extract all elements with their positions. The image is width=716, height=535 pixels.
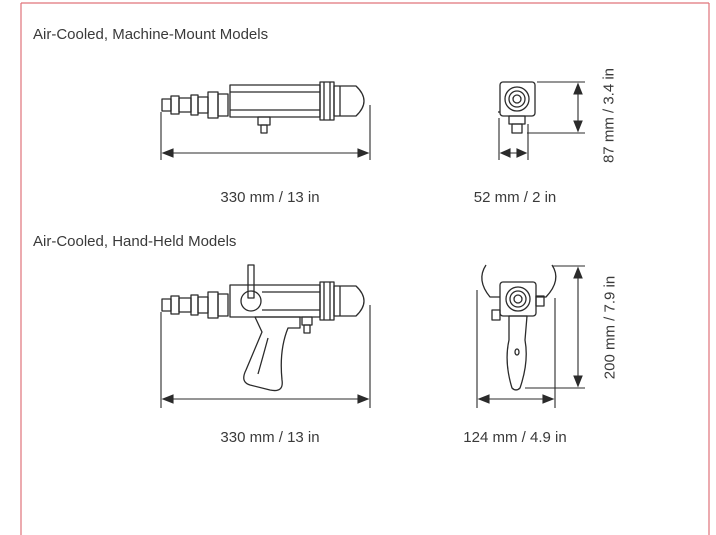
machine-mount-length-label: 330 mm / 13 in: [220, 189, 320, 206]
hand-held-front-view: [481, 264, 557, 391]
machine-mount-side-view: [161, 81, 365, 134]
hand-held-height-label: 200 mm / 7.9 in: [601, 275, 619, 380]
hand-held-width-label: 124 mm / 4.9 in: [463, 429, 567, 446]
heading-machine-mount: Air-Cooled, Machine-Mount Models: [33, 26, 269, 43]
heading-hand-held: Air-Cooled, Hand-Held Models: [33, 233, 237, 250]
machine-mount-front-view: [498, 81, 536, 134]
hand-held-side-view: [161, 264, 365, 392]
hand-held-length-label: 330 mm / 13 in: [220, 429, 320, 446]
machine-mount-width-label: 52 mm / 2 in: [473, 189, 557, 206]
